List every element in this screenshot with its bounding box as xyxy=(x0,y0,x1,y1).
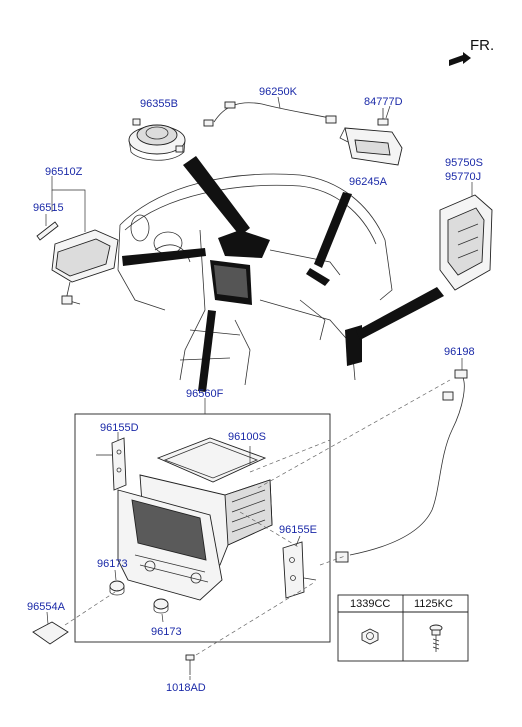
part-96554A-card xyxy=(32,611,69,645)
leader-96245A xyxy=(314,192,352,268)
label-95750S: 95750S xyxy=(445,157,483,169)
part-84777D-screw xyxy=(377,105,391,126)
label-96155D: 96155D xyxy=(100,422,139,434)
dash-line-4 xyxy=(64,589,119,626)
front-arrow-icon xyxy=(449,52,471,66)
label-96560F: 96560F xyxy=(186,388,224,400)
part-96250K-antenna-cable xyxy=(203,96,337,127)
part-96355B-speaker xyxy=(128,118,186,161)
part-96560F-head-unit xyxy=(117,474,273,601)
assembly-96560F-box xyxy=(74,413,331,643)
dash-line-3 xyxy=(249,439,331,473)
nut-icon xyxy=(361,628,379,645)
label-96510Z: 96510Z xyxy=(45,166,83,178)
part-96198-cable xyxy=(335,358,468,563)
label-96515: 96515 xyxy=(33,202,64,214)
label-96100S: 96100S xyxy=(228,431,266,443)
leader-96355B xyxy=(183,156,250,236)
dash-line-2 xyxy=(239,511,301,549)
part-96515-pin xyxy=(36,214,59,241)
label-96355B: 96355B xyxy=(140,98,178,110)
part-96510Z-unit xyxy=(51,176,119,305)
part-1018AD-screw xyxy=(185,654,195,680)
part-96155E-bracket xyxy=(282,535,317,599)
label-96554A: 96554A xyxy=(27,601,66,613)
part-96173-knob-b xyxy=(153,598,169,623)
dash-line-6 xyxy=(319,555,346,566)
label-96250K: 96250K xyxy=(259,86,298,98)
leader-95750S xyxy=(356,287,444,340)
label-96155E: 96155E xyxy=(279,524,317,536)
dash-line-1 xyxy=(257,379,451,489)
label-84777D: 84777D xyxy=(364,96,403,108)
label-95770J: 95770J xyxy=(445,171,481,183)
part-95750S-module xyxy=(439,182,493,291)
leader-96510Z xyxy=(122,248,206,266)
label-96198: 96198 xyxy=(444,346,475,358)
dashboard-illustration xyxy=(117,173,393,386)
bolt-icon xyxy=(429,624,443,652)
front-direction-indicator: FR. xyxy=(449,37,494,66)
label-96173-a: 96173 xyxy=(97,558,128,570)
fastener-table: 1339CC 1125KC xyxy=(337,594,469,662)
dash-line-5 xyxy=(195,581,316,656)
part-96173-knob-a xyxy=(109,569,125,596)
leader-96560F xyxy=(198,310,216,392)
part-96245A-module xyxy=(339,127,403,166)
front-label: FR. xyxy=(470,37,494,54)
fastener-col1-header: 1339CC xyxy=(350,598,390,610)
label-96173-b: 96173 xyxy=(151,626,182,638)
fastener-col2-header: 1125KC xyxy=(414,598,453,610)
part-96100S-cover xyxy=(156,437,267,483)
label-1018AD: 1018AD xyxy=(166,682,206,694)
label-96245A: 96245A xyxy=(349,176,388,188)
part-96155D-bracket xyxy=(96,432,127,491)
